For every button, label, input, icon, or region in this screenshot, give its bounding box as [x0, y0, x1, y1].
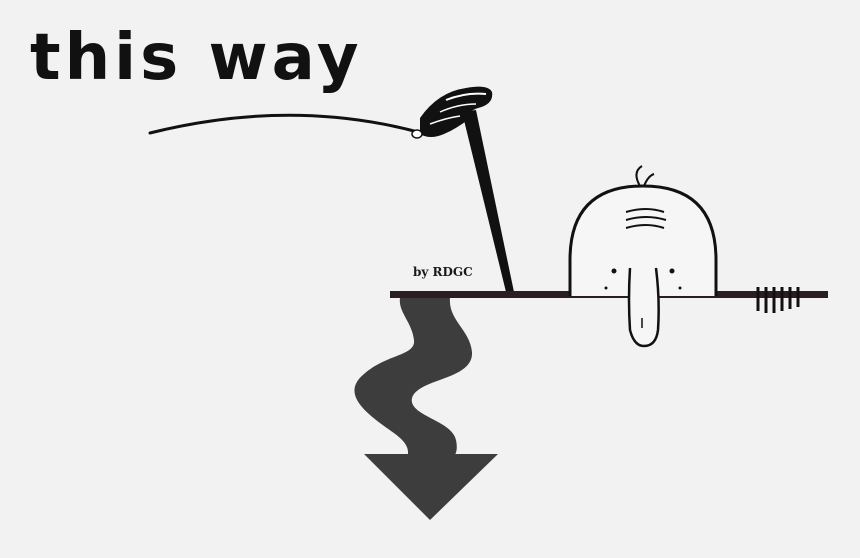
title-text: this way [30, 21, 363, 95]
pointing-stick-icon [148, 86, 514, 292]
peeking-face-icon [568, 165, 718, 348]
credit-text: by RDGC [413, 265, 473, 279]
down-wavy-arrow-icon [354, 298, 498, 520]
